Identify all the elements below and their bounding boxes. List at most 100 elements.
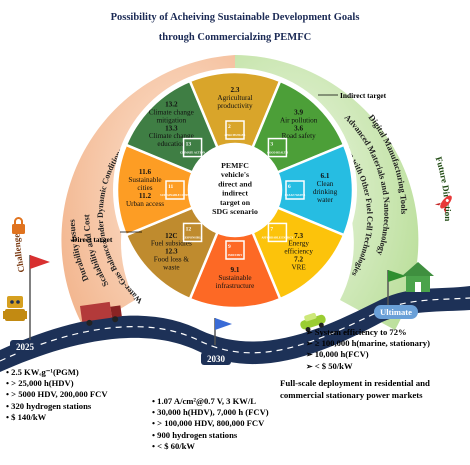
- lock-icon: [12, 217, 25, 234]
- sdg-icon-caption: RESPONSIBLE: [183, 236, 203, 239]
- sector-text: 9.1: [231, 266, 240, 274]
- sdg-icon-label: 2: [228, 124, 231, 130]
- sdg-icon-sdg13: [182, 137, 203, 158]
- robot-icon: [3, 296, 27, 321]
- title-line-2: through Commercialzing PEMFC: [158, 32, 312, 43]
- target-2025-item: • > 25,000 h(HDV): [6, 378, 74, 389]
- sector-text: education: [157, 140, 185, 148]
- sdg-icon-caption: GOOD HEALTH: [267, 152, 289, 155]
- sector-text: 13.3: [165, 124, 178, 132]
- sdg-icon-sdg7: [267, 222, 288, 243]
- sdg-icon-caption: CLEAN WATER: [285, 194, 306, 197]
- milestone-ultimate-badge: [374, 305, 418, 319]
- sdg-icon-label: 6: [288, 184, 291, 190]
- targets-2025-list: • 2.5 KWₑg⁻¹(PGM) • > 25,000 h(HDV) • > …: [6, 367, 108, 423]
- sector-text: 12.3: [165, 248, 178, 256]
- sector-text: infrastructure: [216, 282, 255, 290]
- sdg-icon-label: 13: [186, 142, 192, 148]
- sector-text: Fuel subsidies: [151, 240, 192, 248]
- sdg-icon-label: 9: [228, 244, 231, 250]
- milestone-ultimate: Ultimate: [380, 307, 412, 317]
- target-2025-item: • $ 140/kW: [6, 411, 47, 422]
- sdg-icon-caption: ZERO HUNGER: [225, 134, 247, 137]
- flag-2030: [214, 318, 232, 345]
- sector-text: VRE: [291, 263, 306, 271]
- sector-text: 7.2: [294, 256, 303, 264]
- sector-text: Agricultural: [217, 94, 252, 102]
- sdg-icon-sdg2: [225, 120, 245, 140]
- flag-2025: [29, 255, 50, 345]
- sector-text: Climate change: [149, 132, 194, 140]
- sdg-icon-caption: SUSTAINABLE CITIES: [160, 194, 190, 197]
- target-2030-item: • 30,000 h(HDV), 7,000 h (FCV): [152, 407, 269, 418]
- sector-text: productivity: [217, 102, 253, 110]
- sector-text: waste: [163, 263, 179, 271]
- target-ultimate-item: < $ 50/kW: [306, 361, 430, 372]
- ultimate-note-line: Full-scale deployment in residential and: [280, 378, 430, 388]
- sdg-icon-label: 11: [168, 184, 173, 190]
- truck-icon: [80, 301, 122, 326]
- indirect-target-label: Indirect target: [340, 91, 387, 100]
- sector-text: 11.2: [139, 192, 152, 200]
- sdg-icon-label: 3: [270, 142, 273, 148]
- sector-text: water: [317, 196, 334, 204]
- sector-text: 6.1: [321, 172, 330, 180]
- sector-text: Climate change: [149, 108, 194, 116]
- sector-text: 3.6: [294, 124, 303, 132]
- targets-ultimate-list: System efficiency to 72% ≥ 100,000 h(mar…: [306, 327, 430, 372]
- sector-text: Energy: [288, 240, 309, 248]
- sector-text: Clean: [317, 180, 334, 188]
- sdg-icon-caption: INDUSTRY: [228, 254, 243, 257]
- target-2025-item: • 2.5 KWₑg⁻¹(PGM): [6, 367, 79, 377]
- sdg-icon-label: 7: [270, 226, 273, 232]
- target-2030-item: • > 100,000 HDV, 800,000 FCV: [152, 418, 265, 429]
- sector-text: efficiency: [284, 248, 313, 256]
- sector-text: Road safety: [282, 132, 317, 140]
- center-text: vehicle's: [221, 170, 249, 179]
- center-text: indirect: [222, 189, 248, 198]
- sector-text: cities: [137, 184, 152, 192]
- center-text: PEMFC: [221, 161, 249, 170]
- sdg-icon-label: 12: [186, 226, 192, 232]
- target-2030-item: • 900 hydrogen stations: [152, 429, 238, 440]
- sector-text: 7.3: [294, 232, 303, 240]
- milestone-2030-badge: [201, 352, 231, 365]
- target-ultimate-item: ≥ 100,000 h(marine, stationary): [306, 338, 430, 349]
- roadmap-road: [0, 286, 470, 372]
- sector-text: 11.6: [139, 168, 152, 176]
- sdg-icon-caption: AFFORDABLE ENERGY: [261, 236, 293, 239]
- sector-text: Urban access: [126, 200, 164, 208]
- target-2030-item: • < $ 60/kW: [152, 440, 196, 451]
- ultimate-note: Full-scale deployment in residential and…: [280, 377, 430, 401]
- milestone-2030: 2030: [207, 354, 226, 364]
- wheel-center: [190, 145, 280, 235]
- sector-text: drinking: [313, 188, 338, 196]
- sector-text: Sustainable: [218, 274, 251, 282]
- ultimate-note-line: commercial stationary power markets: [280, 390, 423, 400]
- sector-text: 13.2: [165, 101, 178, 109]
- sdg-icon-sdg6: [285, 180, 305, 200]
- rocket-icon: [434, 195, 452, 214]
- road-centerline: [0, 297, 470, 362]
- target-ultimate-item: System efficiency to 72%: [306, 327, 430, 338]
- center-text: target on: [220, 198, 251, 207]
- target-ultimate-item: 10,000 h(FCV): [306, 349, 430, 360]
- sdg-icon-caption: CLIMATE ACTION: [180, 152, 205, 155]
- future-direction-heading: Future Direction: [434, 155, 453, 221]
- flag-ultimate: [387, 270, 406, 305]
- house-icon: [402, 262, 434, 292]
- sector-text: Sustainable: [128, 176, 161, 184]
- direct-target-label: Direct target: [72, 235, 113, 244]
- sdg-icon-sdg12: [182, 222, 203, 243]
- center-text: SDG scenario: [212, 207, 258, 216]
- target-2025-item: • > 5000 HDV, 200,000 FCV: [6, 389, 108, 400]
- targets-2030-list: • 1.07 A/cm²@0.7 V, 3 KW/L • 30,000 h(HD…: [152, 396, 269, 452]
- title-line-1: Possibility of Acheiving Sustainable Dev…: [110, 12, 360, 23]
- sector-text: 3.9: [294, 108, 303, 116]
